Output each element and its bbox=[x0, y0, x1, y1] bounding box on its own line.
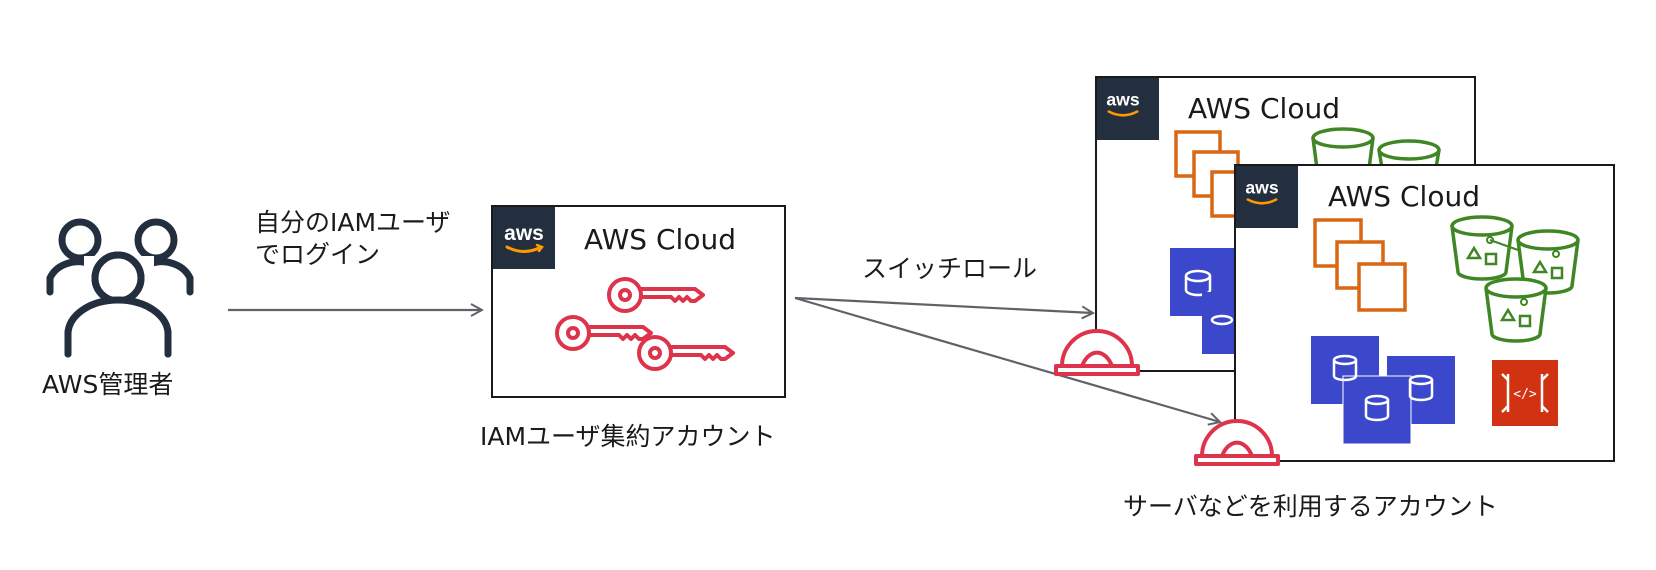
iam-cloud-title: AWS Cloud bbox=[584, 223, 736, 256]
iam-account-caption: IAMユーザ集約アカウント bbox=[480, 422, 776, 451]
svg-text:aws: aws bbox=[504, 222, 544, 245]
hard-hat-icon bbox=[1194, 419, 1280, 466]
front-cloud-title: AWS Cloud bbox=[1328, 180, 1480, 213]
api-gateway-icon: </> bbox=[1492, 360, 1558, 426]
rds-icon bbox=[1311, 336, 1455, 445]
target-account-box-front: aws AWS Cloud bbox=[1234, 164, 1615, 462]
svg-text:</>: </> bbox=[1513, 387, 1537, 402]
admin-label: AWS管理者 bbox=[42, 370, 174, 399]
ec2-instances-icon bbox=[1313, 218, 1407, 312]
login-label-line1: 自分のIAMユーザ bbox=[255, 208, 451, 237]
aws-logo-icon: aws bbox=[1236, 166, 1298, 228]
switch-role-label: スイッチロール bbox=[862, 254, 1038, 283]
users-icon bbox=[46, 218, 194, 358]
target-accounts-caption: サーバなどを利用するアカウント bbox=[1123, 492, 1498, 521]
back-cloud-title: AWS Cloud bbox=[1188, 92, 1340, 125]
svg-text:aws: aws bbox=[1106, 90, 1139, 110]
keys-icon bbox=[555, 277, 735, 371]
svg-text:aws: aws bbox=[1245, 178, 1278, 198]
login-label-line2: でログイン bbox=[255, 240, 381, 269]
hard-hat-icon bbox=[1054, 329, 1140, 376]
aws-logo-icon: aws bbox=[493, 207, 555, 269]
switch-role-arrow-back bbox=[794, 296, 1093, 313]
switch-role-arrow-front bbox=[794, 296, 1220, 422]
iam-account-box: aws AWS Cloud bbox=[491, 205, 786, 398]
s3-buckets-icon bbox=[1450, 215, 1580, 343]
rds-icon bbox=[1170, 248, 1238, 354]
aws-logo-icon: aws bbox=[1097, 78, 1159, 140]
